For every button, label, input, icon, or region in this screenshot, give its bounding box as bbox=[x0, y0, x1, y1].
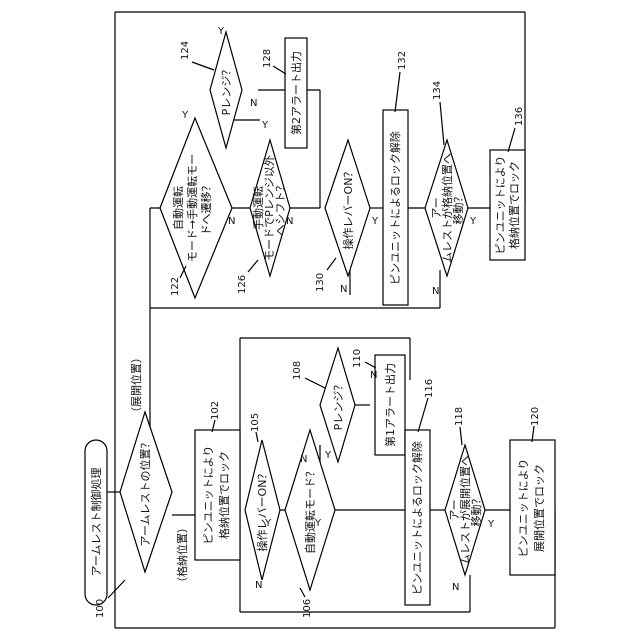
node-136-text-1: ピンユニットにより bbox=[494, 156, 507, 255]
node-105-text: 操作レバーON？ bbox=[255, 469, 269, 552]
yn-126-n: N bbox=[286, 216, 293, 227]
stored-position-label: （格納位置） bbox=[175, 522, 189, 588]
yn-134-n: N bbox=[432, 286, 439, 297]
node-106-text: 自動運転モード？ bbox=[303, 466, 317, 554]
ref-116: 116 bbox=[424, 379, 435, 398]
ref-128: 128 bbox=[262, 49, 273, 68]
start-terminal-label: アームレスト制御処理 bbox=[89, 467, 103, 576]
ref-134: 134 bbox=[432, 81, 443, 100]
node-126-text-3: へシフト？ bbox=[274, 181, 287, 236]
node-100-text: アームレストの位置？ bbox=[138, 437, 152, 546]
node-110-text: 第1アラート出力 bbox=[383, 363, 397, 447]
ref-120: 120 bbox=[530, 407, 541, 426]
start-terminal: アームレスト制御処理 bbox=[85, 440, 107, 605]
yn-118-n: N bbox=[452, 582, 459, 593]
ref-102: 102 bbox=[210, 401, 221, 420]
node-116-text: ピンユニットによるロック解除 bbox=[410, 441, 424, 595]
ref-132: 132 bbox=[397, 51, 408, 70]
ref-124: 124 bbox=[180, 41, 191, 60]
node-128-text: 第2アラート出力 bbox=[289, 51, 303, 135]
node-124-text: Pレンジ？ bbox=[220, 65, 233, 116]
node-118-text-3: 移動？ bbox=[469, 494, 483, 527]
yn-126-y: Y bbox=[261, 120, 269, 131]
yn-106-n: N bbox=[300, 454, 307, 465]
yn-122-y: Y bbox=[181, 110, 189, 121]
yn-124-y: Y bbox=[217, 26, 225, 37]
node-122-text-3: ドへ遷移？ bbox=[200, 181, 213, 236]
yn-122-n: N bbox=[228, 216, 235, 227]
node-120-text-1: ピンユニットにより bbox=[517, 459, 530, 558]
node-134-text-3: 移動？ bbox=[451, 192, 465, 225]
ref-126: 126 bbox=[237, 275, 248, 294]
ref-100: 100 bbox=[95, 599, 106, 618]
ref-108: 108 bbox=[292, 361, 303, 380]
node-120-text-2: 展開位置でロック bbox=[532, 464, 546, 552]
yn-118-y: Y bbox=[487, 519, 495, 530]
ref-136: 136 bbox=[514, 107, 525, 126]
node-122-text-1: 自動運転 bbox=[171, 186, 185, 230]
ref-106: 106 bbox=[302, 599, 313, 618]
node-130-text: 操作レバーON？ bbox=[341, 167, 355, 250]
yn-124-n: N bbox=[250, 98, 257, 109]
yn-105-n: N bbox=[255, 580, 262, 591]
node-108-text: Pレンジ？ bbox=[332, 380, 345, 431]
deployed-position-label: （展開位置） bbox=[129, 352, 143, 418]
yn-130-y: Y bbox=[371, 216, 379, 227]
node-132-text: ピンユニットによるロック解除 bbox=[388, 131, 402, 285]
yn-134-y: Y bbox=[469, 216, 477, 227]
yn-106-y: Y bbox=[314, 518, 322, 529]
ref-110: 110 bbox=[352, 349, 363, 368]
ref-130: 130 bbox=[315, 273, 326, 292]
yn-105-y: Y bbox=[264, 518, 272, 529]
ref-105: 105 bbox=[250, 413, 261, 432]
ref-118: 118 bbox=[454, 407, 465, 426]
node-122-text-2: モード→手動運転モー bbox=[185, 154, 199, 262]
connector-lines bbox=[107, 12, 555, 628]
node-102-text-1: ピンユニットにより bbox=[202, 446, 215, 545]
yn-108-y: Y bbox=[324, 450, 332, 461]
node-102-text-2: 格納位置でロック bbox=[217, 451, 231, 539]
ref-122: 122 bbox=[170, 277, 181, 296]
yn-108-n: N bbox=[370, 370, 377, 381]
node-136-text-2: 格納位置でロック bbox=[507, 161, 521, 249]
yn-130-n: N bbox=[340, 284, 347, 295]
